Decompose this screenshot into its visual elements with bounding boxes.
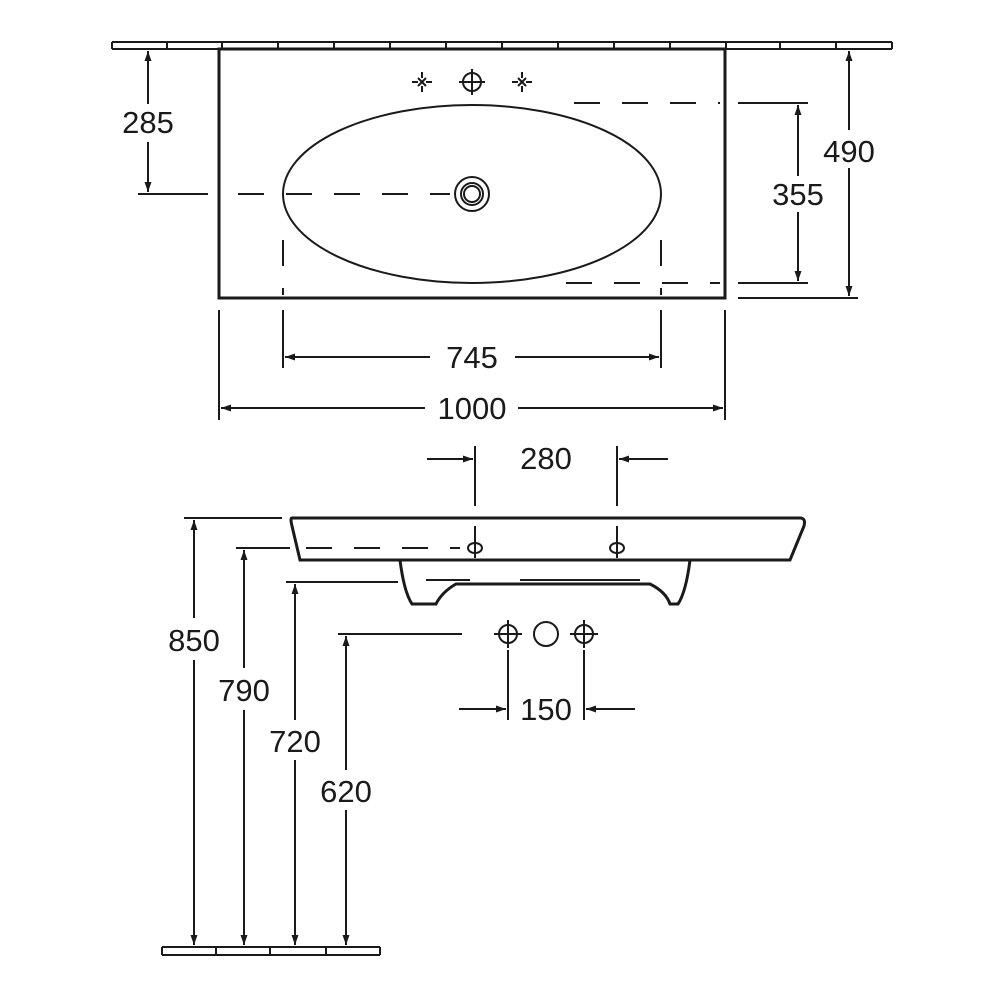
- waste-connection-icon: [533, 621, 559, 647]
- dim-720: 720: [269, 724, 321, 759]
- drain-icon: [454, 176, 490, 212]
- dim-490: 490: [823, 134, 875, 169]
- tap-hole-right-icon: [512, 72, 532, 92]
- bowl-ellipse: [282, 104, 662, 284]
- dim-355: 355: [772, 177, 824, 212]
- tap-hole-center-icon: [459, 69, 485, 95]
- supply-connection-left-icon: [494, 620, 522, 648]
- floor-strip: [161, 946, 381, 956]
- dim-620: 620: [320, 774, 372, 809]
- tap-hole-left-icon: [412, 72, 432, 92]
- dim-1000: 1000: [438, 391, 507, 426]
- basin-pedestal: [398, 559, 692, 606]
- front-view: 280: [161, 441, 806, 956]
- dim-285: 285: [122, 105, 174, 140]
- supply-connection-right-icon: [570, 620, 598, 648]
- dim-745: 745: [446, 340, 498, 375]
- overflow-hole-left-icon: [467, 526, 483, 558]
- dim-150: 150: [520, 692, 572, 727]
- overflow-hole-right-icon: [609, 526, 625, 558]
- dim-280: 280: [520, 441, 572, 476]
- dim-790: 790: [218, 673, 270, 708]
- dim-850: 850: [168, 623, 220, 658]
- basin-front-profile: [289, 516, 806, 562]
- top-view: 285 490 355 745 1000: [111, 41, 893, 426]
- basin-outline: [217, 47, 727, 300]
